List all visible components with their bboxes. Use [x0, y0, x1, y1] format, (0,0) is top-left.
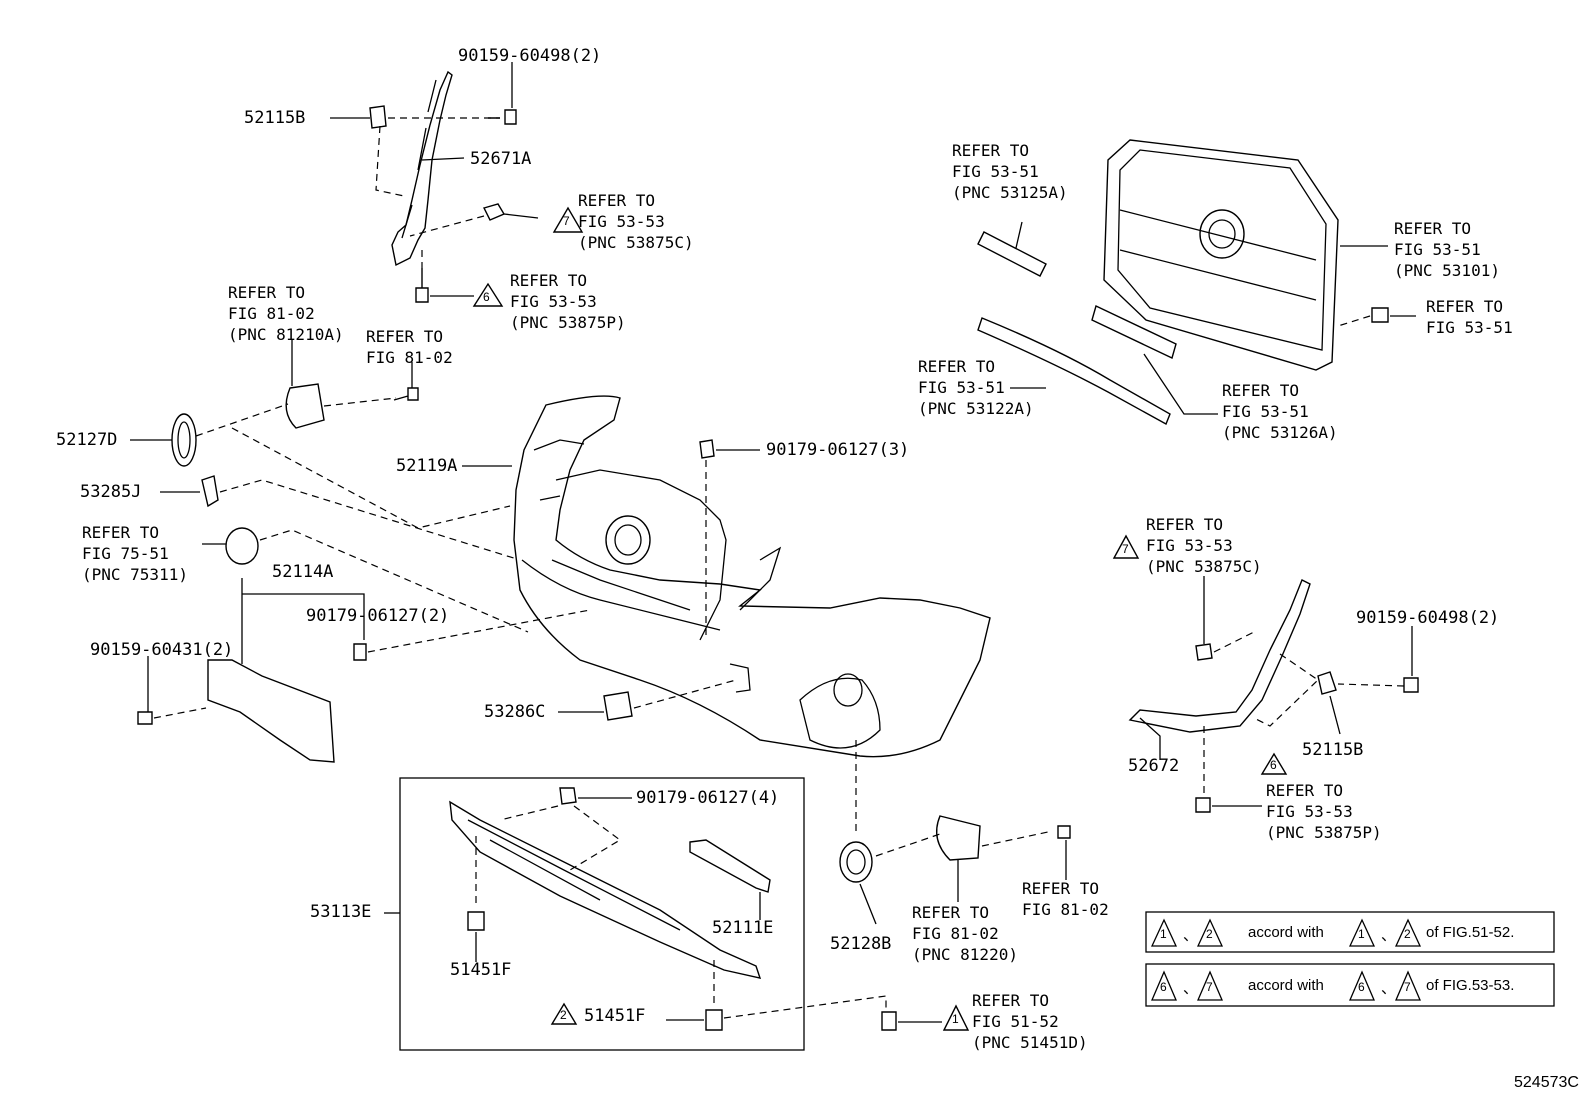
- marker-1-bottom: 1: [952, 1012, 959, 1026]
- label-52114A: 52114A: [272, 562, 334, 582]
- ref-53122A: REFER TO FIG 53-51 (PNC 53122A): [918, 357, 1034, 418]
- screw-81-02-right: [1057, 825, 1071, 839]
- screw-90159-60498-right: [1403, 677, 1419, 693]
- legend-row1-c: 1: [1358, 927, 1365, 941]
- front-bumper-cover-52119A: [513, 395, 991, 758]
- cover-53286C: [603, 691, 633, 721]
- molding-53126A: [1091, 305, 1177, 359]
- ref-75311: REFER TO FIG 75-51 (PNC 75311): [82, 523, 188, 584]
- label-51451F-right: 51451F: [584, 1006, 646, 1026]
- ref-53875C-top: REFER TO FIG 53-53 (PNC 53875C): [578, 191, 694, 252]
- legend-box-1: [1145, 911, 1555, 953]
- marker-triangles: [472, 206, 1288, 1031]
- label-51451F-left: 51451F: [450, 960, 512, 980]
- screw-53875P-right: [1195, 797, 1211, 813]
- ref-53-51-bolt: REFER TO FIG 53-51: [1426, 297, 1513, 337]
- label-52115B-right: 52115B: [1302, 740, 1364, 760]
- ref-81210A: REFER TO FIG 81-02 (PNC 81210A): [228, 283, 344, 344]
- legend-triangles: [1150, 918, 1422, 1001]
- ref-51451D: REFER TO FIG 51-52 (PNC 51451D): [972, 991, 1088, 1052]
- legend-box-2: [1145, 963, 1555, 1007]
- clip-90179-06127-3: [699, 439, 715, 459]
- lower-grille-53113E: [449, 800, 762, 979]
- subassembly-box-53113E: [399, 777, 805, 1051]
- emblem-75311: [225, 527, 259, 565]
- marker-2-bottom: 2: [560, 1008, 567, 1022]
- fog-lamp-ring-52128B: [839, 841, 873, 883]
- diagram-id: 524573C: [1514, 1074, 1579, 1091]
- label-52128B: 52128B: [830, 934, 892, 954]
- license-bracket-52114A: [207, 659, 335, 763]
- ref-53875C-right: REFER TO FIG 53-53 (PNC 53875C): [1146, 515, 1262, 576]
- marker-6-top: 6: [483, 290, 490, 304]
- label-52127D: 52127D: [56, 430, 118, 450]
- clip-51451F-left: [467, 911, 485, 931]
- clip-52115B-right: [1317, 671, 1337, 695]
- clip-90179-06127-4: [559, 787, 577, 805]
- label-52111E: 52111E: [712, 918, 774, 938]
- legend-row1-d: 2: [1404, 927, 1411, 941]
- screw-53875P-top: [415, 268, 429, 303]
- legend-row1-tail: of FIG.51-52.: [1426, 924, 1515, 941]
- fog-lamp-housing-left: [285, 383, 325, 429]
- molding-52111E: [689, 839, 771, 893]
- label-52115B-top: 52115B: [244, 108, 306, 128]
- ref-53126A: REFER TO FIG 53-51 (PNC 53126A): [1222, 381, 1338, 442]
- legend-row1-a: 1: [1160, 927, 1167, 941]
- legend-row2-tail: of FIG.53-53.: [1426, 977, 1515, 994]
- legend-row1-sep: 、: [1183, 927, 1199, 944]
- legend-row2-d: 7: [1404, 980, 1411, 994]
- ref-81-02-bottom: REFER TO FIG 81-02: [1022, 879, 1109, 919]
- screw-81-02-left: [393, 387, 419, 401]
- legend-row1-text: accord with: [1248, 924, 1324, 941]
- ref-53101: REFER TO FIG 53-51 (PNC 53101): [1394, 219, 1500, 280]
- retainer-bracket-52672: [1128, 579, 1311, 733]
- legend-row2-sep: 、: [1183, 980, 1199, 997]
- trim-53285J: [201, 475, 219, 508]
- screw-53-51: [1371, 307, 1389, 323]
- label-53113E: 53113E: [310, 902, 372, 922]
- clip-53875C-right: [1195, 643, 1213, 661]
- label-52119A: 52119A: [396, 456, 458, 476]
- label-90179-06127-3: 90179-06127(3): [766, 440, 910, 460]
- label-90159-60498-top: 90159-60498(2): [458, 46, 602, 66]
- marker-7-right: 7: [1122, 542, 1129, 556]
- label-90159-60498-right: 90159-60498(2): [1356, 608, 1500, 628]
- label-53285J: 53285J: [80, 482, 142, 502]
- screw-90159-60498-top: [488, 109, 517, 125]
- ref-81220: REFER TO FIG 81-02 (PNC 81220): [912, 903, 1018, 964]
- molding-53122A: [977, 317, 1171, 425]
- ref-81-02-top: REFER TO FIG 81-02: [366, 327, 453, 367]
- label-53286C: 53286C: [484, 702, 546, 722]
- marker-6-right: 6: [1270, 758, 1277, 772]
- radiator-grille-53101: [1103, 139, 1339, 371]
- ref-53875P-right: REFER TO FIG 53-53 (PNC 53875P): [1266, 781, 1382, 842]
- legend-row2-b: 7: [1206, 980, 1213, 994]
- fog-lamp-housing-right: [936, 815, 981, 861]
- legend-row2-c: 6: [1358, 980, 1365, 994]
- clip-90179-06127-2: [353, 643, 367, 661]
- label-90159-60431: 90159-60431(2): [90, 640, 234, 660]
- label-52672: 52672: [1128, 756, 1180, 776]
- label-52671A: 52671A: [470, 149, 532, 169]
- legend-row2-a: 6: [1160, 980, 1167, 994]
- clip-53875C-top: [482, 203, 506, 221]
- legend-row2-sep2: 、: [1381, 980, 1397, 997]
- legend-row1-b: 2: [1206, 927, 1213, 941]
- label-90179-06127-2: 90179-06127(2): [306, 606, 450, 626]
- label-90179-06127-4: 90179-06127(4): [636, 788, 780, 808]
- legend-row1-sep2: 、: [1381, 927, 1397, 944]
- clip-52115B-top: [369, 105, 387, 129]
- screw-51451D: [881, 1011, 897, 1031]
- marker-7-top: 7: [563, 214, 570, 228]
- ref-53875P-top: REFER TO FIG 53-53 (PNC 53875P): [510, 271, 626, 332]
- retainer-bracket-52671A: [391, 70, 453, 267]
- screw-90159-60431: [137, 711, 153, 725]
- clip-51451F-right: [705, 1009, 723, 1031]
- molding-53125A: [977, 231, 1047, 277]
- legend-row2-text: accord with: [1248, 977, 1324, 994]
- ref-53125A: REFER TO FIG 53-51 (PNC 53125A): [952, 141, 1068, 202]
